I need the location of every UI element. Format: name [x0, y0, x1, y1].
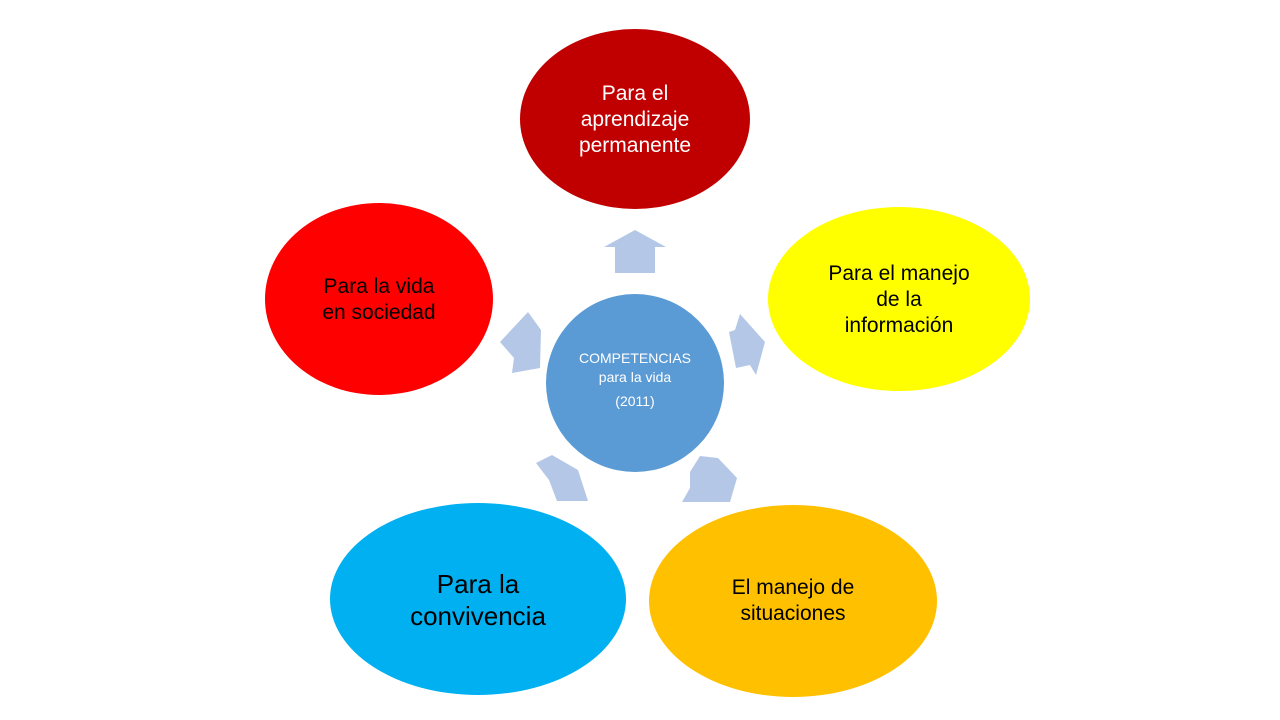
- center-title: COMPETENCIAS para la vida: [578, 349, 691, 385]
- center-year: (2011): [615, 393, 655, 410]
- node-competencias-center: [546, 294, 724, 472]
- node-aprendizaje-permanente: [520, 29, 750, 209]
- node-vida-en-sociedad: [265, 203, 493, 395]
- arrow-to-bottom-left-node: [536, 455, 588, 501]
- node-manejo-situaciones: [649, 505, 937, 697]
- arrow-to-top-node: [604, 230, 666, 273]
- arrow-to-bottom-right-node: [682, 456, 737, 502]
- arrow-to-right-node: [729, 314, 765, 375]
- arrow-to-left-node: [500, 312, 541, 373]
- center-label: COMPETENCIAS para la vida (2011): [555, 330, 715, 430]
- node-convivencia: [330, 503, 626, 695]
- node-manejo-informacion: [768, 207, 1030, 391]
